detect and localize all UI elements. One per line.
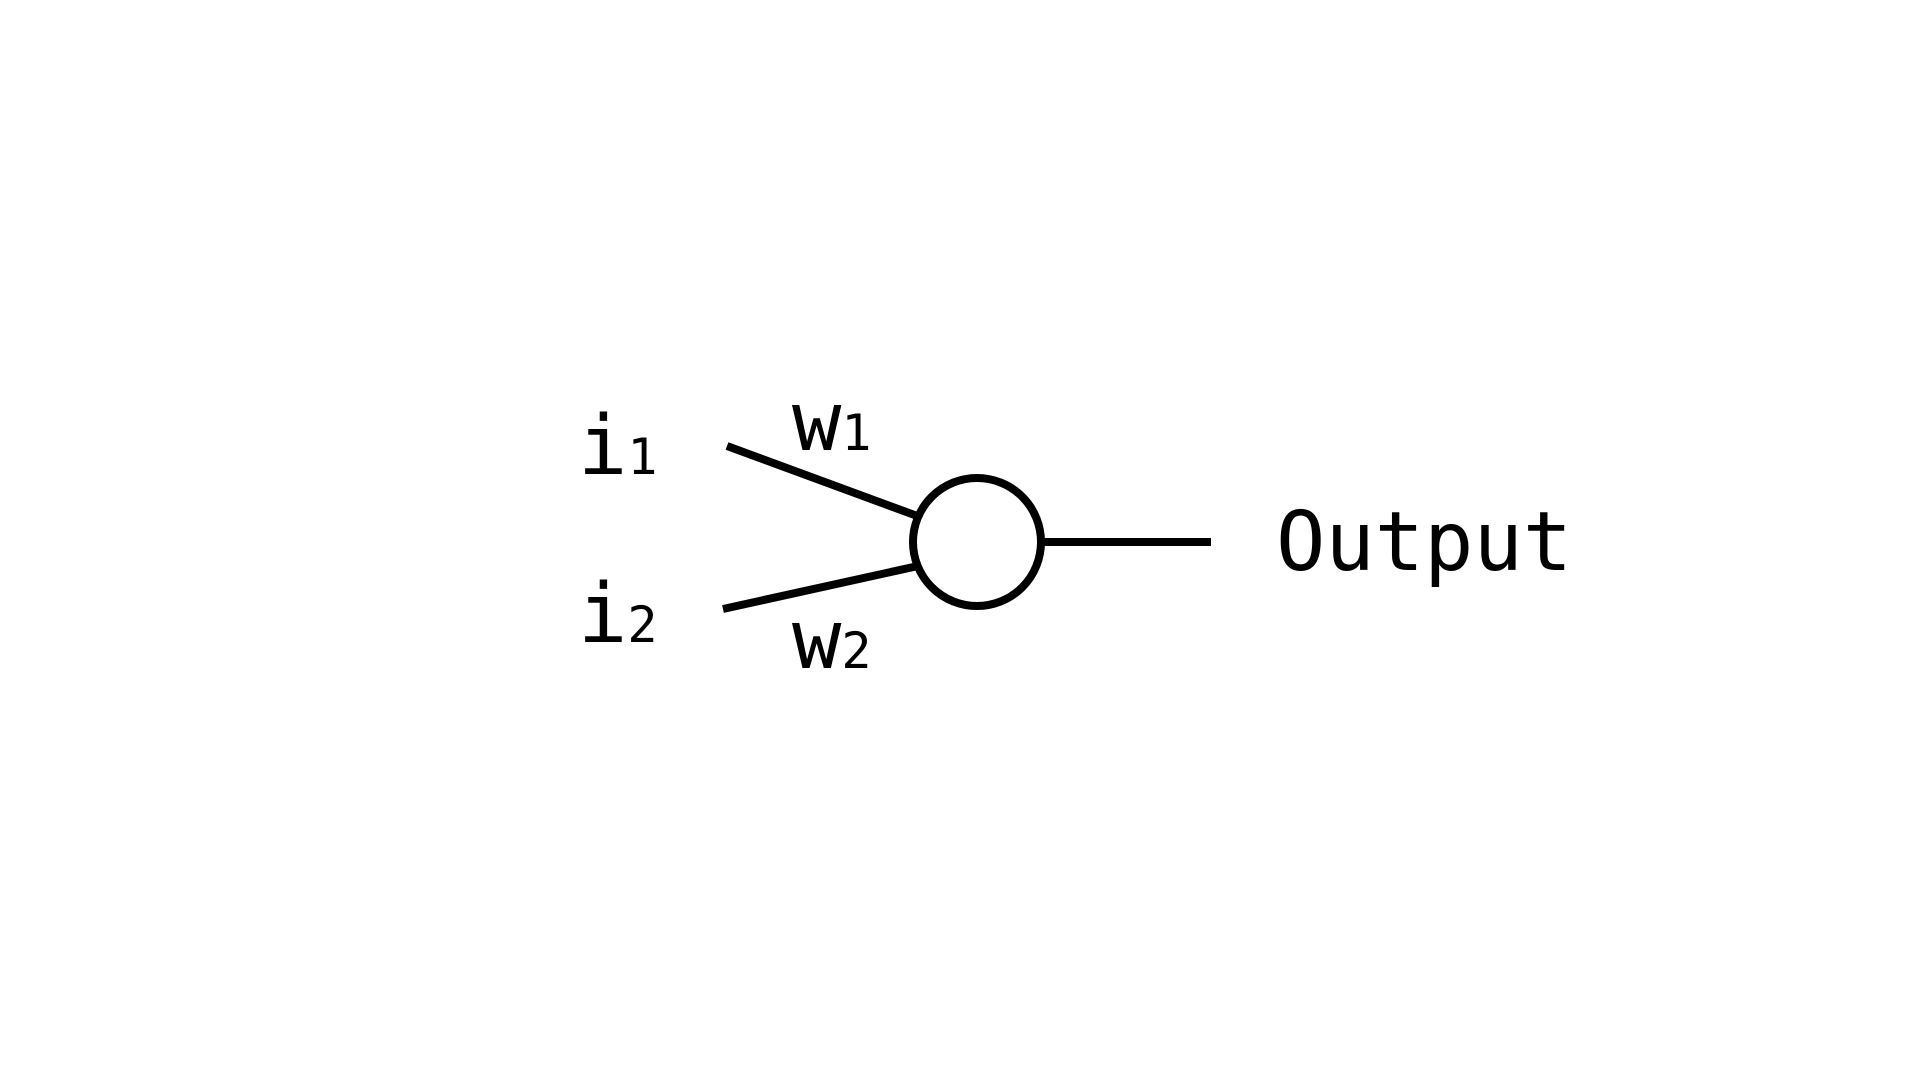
input-1-subscript: 1 (627, 428, 657, 486)
weight-1-subscript: 1 (841, 404, 871, 462)
neuron-node (909, 474, 1045, 610)
weight-2-symbol: w (792, 593, 842, 688)
weight-2-subscript: 2 (841, 622, 871, 680)
edge-input-2 (722, 562, 919, 613)
weight-1-symbol: w (792, 375, 842, 470)
output-label: Output (1276, 495, 1572, 590)
weight-1-label: w1 (792, 375, 871, 470)
input-2-symbol: i (578, 567, 627, 662)
input-1-label: i1 (578, 399, 657, 494)
input-1-symbol: i (578, 399, 627, 494)
weight-2-label: w2 (792, 593, 871, 688)
input-2-label: i2 (578, 567, 657, 662)
edge-input-1 (725, 442, 922, 521)
input-2-subscript: 2 (627, 596, 657, 654)
